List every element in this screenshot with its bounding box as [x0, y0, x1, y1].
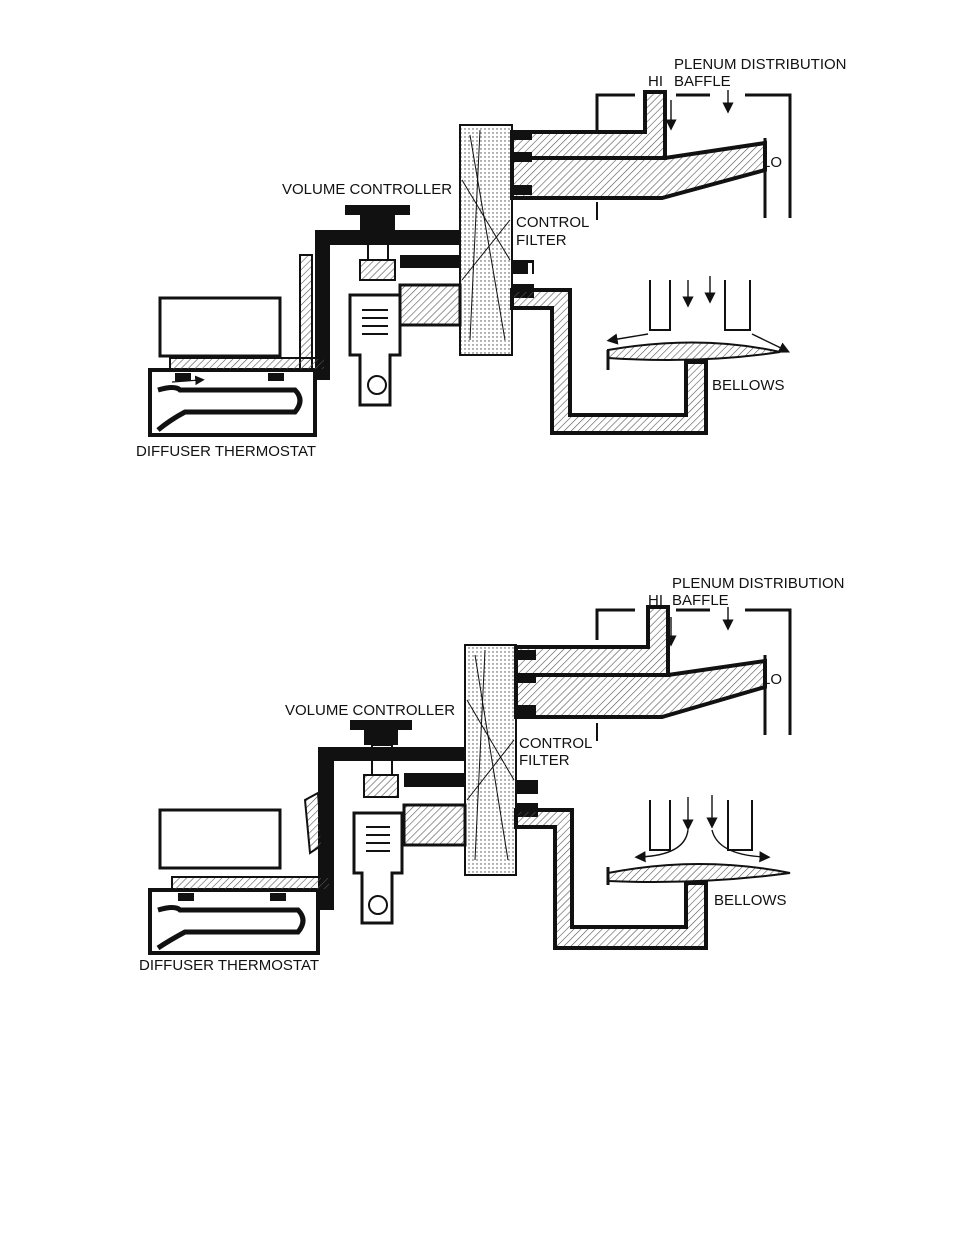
hi-duct	[514, 605, 670, 677]
airflow-arrows	[665, 90, 734, 131]
diagram-bellows-open: PLENUM DISTRIBUTION BAFFLE HI LO VOLUME …	[0, 555, 954, 1025]
bellows	[606, 795, 791, 885]
hi-label: HI	[648, 73, 663, 90]
plenum-label-line1: PLENUM DISTRIBUTION	[672, 575, 845, 592]
control-label: CONTROL	[519, 735, 593, 752]
volume-controller-valve	[350, 720, 412, 925]
valve-piping	[315, 230, 460, 380]
volume-controller-label: VOLUME CONTROLLER	[285, 702, 456, 719]
diffuser-thermostat-label: DIFFUSER THERMOSTAT	[139, 957, 319, 974]
diffuser-thermostat	[148, 808, 331, 955]
hi-label: HI	[648, 592, 663, 609]
control-label: CONTROL	[516, 214, 590, 231]
diagram-bellows-closed: PLENUM DISTRIBUTION BAFFLE HI LO VOLUME …	[0, 40, 954, 510]
bellows-supply-line	[514, 808, 708, 950]
schematic-drawing	[148, 605, 792, 955]
filter-label: FILTER	[516, 232, 567, 249]
plenum-label-line2: BAFFLE	[672, 592, 729, 609]
filter-label: FILTER	[519, 752, 570, 769]
valve-piping	[318, 747, 465, 910]
volume-controller-valve	[345, 205, 410, 407]
bimetal-link	[299, 254, 313, 371]
lo-label: LO	[762, 671, 783, 688]
bellows	[606, 276, 791, 370]
port-connectors	[516, 650, 538, 817]
control-block	[459, 124, 513, 356]
bellows-label: BELLOWS	[712, 377, 785, 394]
bellows-supply-line	[510, 288, 708, 435]
hi-duct	[510, 90, 667, 160]
plenum-label-line1: PLENUM DISTRIBUTION	[674, 56, 847, 73]
plenum-label-line2: BAFFLE	[674, 73, 731, 90]
airflow-arrows	[665, 607, 734, 647]
schematic-drawing	[148, 90, 792, 437]
bimetal-link	[303, 791, 324, 855]
diffuser-thermostat	[148, 296, 326, 437]
lo-label: LO	[762, 154, 783, 171]
bellows-label: BELLOWS	[714, 892, 787, 909]
diffuser-thermostat-label: DIFFUSER THERMOSTAT	[136, 443, 316, 460]
control-block	[464, 644, 517, 876]
volume-controller-label: VOLUME CONTROLLER	[282, 181, 453, 198]
